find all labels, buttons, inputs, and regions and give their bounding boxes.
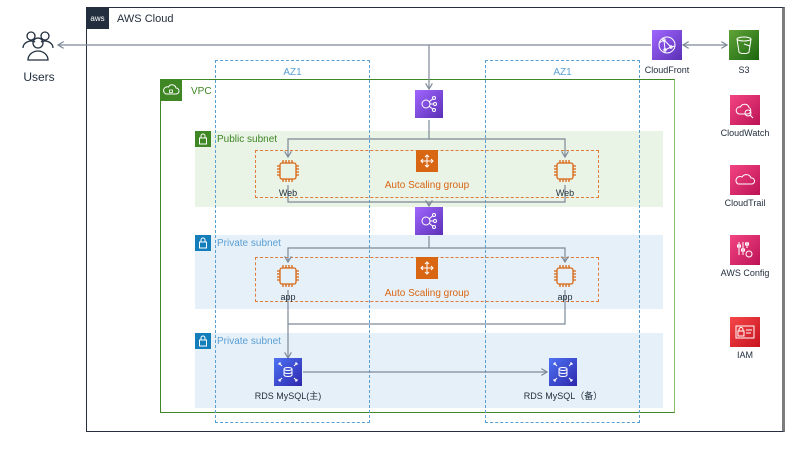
cloudfront-label: CloudFront	[644, 65, 690, 75]
lock-icon	[195, 131, 211, 147]
internal-elb-to-app-line	[288, 236, 430, 262]
auto-scaling-icon	[416, 150, 438, 172]
rds-primary-icon[interactable]	[274, 358, 302, 386]
rds-standby-label: RDS MySQL（备）	[523, 391, 603, 401]
web-asg-label: Auto Scaling group	[384, 180, 470, 191]
aws-cloud-title: AWS Cloud	[117, 13, 174, 25]
aws-config-label: AWS Config	[720, 268, 770, 278]
cloudwatch-icon[interactable]	[730, 95, 760, 125]
az-1-title: AZ1	[283, 67, 302, 78]
internal-load-balancer-icon[interactable]	[415, 207, 443, 235]
cloudfront-icon[interactable]	[652, 30, 682, 60]
private-subnet-app-title: Private subnet	[217, 238, 281, 249]
vpc-title: VPC	[191, 86, 212, 97]
ec2-instance-icon[interactable]	[551, 262, 579, 290]
cloudwatch-label: CloudWatch	[720, 128, 770, 138]
lock-icon	[195, 235, 211, 251]
aws-logo-text: aws	[90, 13, 105, 23]
private-subnet-db	[195, 333, 663, 408]
iam-label: IAM	[736, 350, 753, 360]
aws-cloud-boundary	[86, 7, 785, 432]
availability-zone-2	[485, 60, 640, 423]
elb-to-web-left-line	[288, 120, 430, 157]
ec2-instance-icon[interactable]	[551, 157, 579, 185]
load-balancer-icon[interactable]	[415, 90, 443, 118]
private-subnet-db-title: Private subnet	[217, 336, 281, 347]
app-asg-label: Auto Scaling group	[384, 288, 470, 299]
users-label: Users	[23, 70, 55, 84]
ec2-instance-icon[interactable]	[274, 262, 302, 290]
aws-logo-icon: aws	[86, 7, 109, 29]
public-subnet-title: Public subnet	[217, 134, 278, 145]
az-2-title: AZ1	[553, 67, 572, 78]
rds-standby-icon[interactable]	[549, 358, 577, 386]
vpc-boundary	[160, 79, 675, 413]
web-instance-label: Web	[278, 188, 298, 198]
internal-elb-to-app-right-line	[429, 247, 565, 262]
aws-config-icon[interactable]	[730, 235, 760, 265]
auto-scaling-icon	[416, 257, 438, 279]
ec2-instance-icon[interactable]	[274, 157, 302, 185]
app-right-to-rds-line	[288, 290, 566, 325]
iam-icon[interactable]	[730, 317, 760, 347]
availability-zone-1	[215, 60, 370, 423]
cloudtrail-label: CloudTrail	[724, 198, 766, 208]
vpc-cloud-icon	[160, 79, 182, 101]
users-icon	[20, 28, 56, 64]
web-instance-label: Web	[555, 188, 575, 198]
cloudtrail-icon[interactable]	[730, 165, 760, 195]
app-instance-label: app	[280, 292, 296, 302]
s3-label: S3	[738, 65, 750, 75]
lock-icon	[195, 333, 211, 349]
elb-to-web-right-line	[429, 138, 565, 157]
s3-bucket-icon[interactable]	[729, 30, 759, 60]
rds-primary-label: RDS MySQL(主)	[254, 391, 322, 401]
app-instance-label: app	[557, 292, 573, 302]
